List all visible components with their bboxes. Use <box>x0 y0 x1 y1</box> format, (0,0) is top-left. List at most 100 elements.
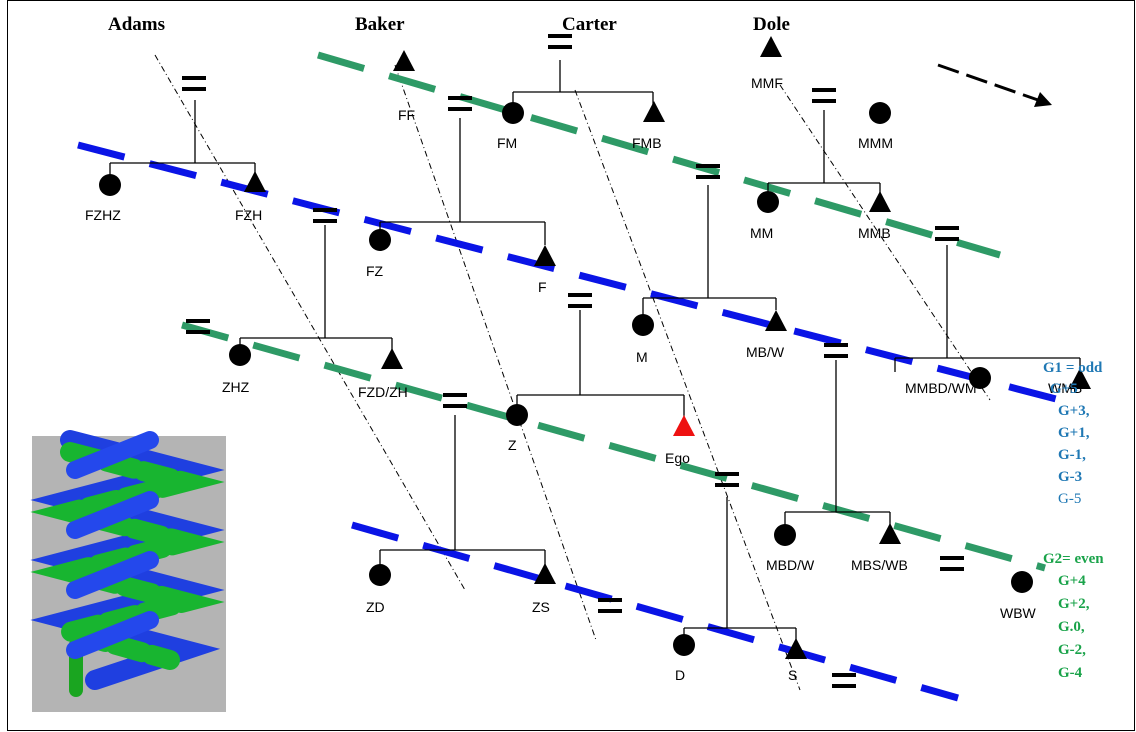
female-circle-icon <box>632 314 654 336</box>
male-triangle-icon <box>879 523 901 544</box>
marriage-icon <box>448 96 472 111</box>
marriage-icon <box>696 164 720 179</box>
marriage-icon <box>940 556 964 571</box>
lineage-line-baker <box>394 64 597 641</box>
header-baker: Baker <box>355 14 405 35</box>
female-circle-icon <box>369 564 391 586</box>
marriage-icon <box>182 76 206 91</box>
helix-icon <box>30 430 225 697</box>
generation-line-blue-2 <box>351 521 959 702</box>
male-triangle-icon <box>869 191 891 212</box>
legend-even-item: G-2, <box>1058 642 1086 658</box>
female-circle-icon <box>1011 571 1033 593</box>
legend-odd-item: G-5 <box>1058 491 1081 507</box>
male-triangle-icon <box>765 310 787 331</box>
male-triangle-icon <box>393 50 415 71</box>
individual-label-mbdw: MBD/W <box>766 557 815 573</box>
helix-inset <box>30 430 226 712</box>
individual-label-mbswb: MBS/WB <box>851 557 908 573</box>
pedigree-lines <box>109 60 1081 642</box>
male-triangle-icon <box>1069 368 1091 389</box>
female-circle-icon <box>99 174 121 196</box>
individual-label-ff: FF <box>398 107 415 123</box>
individual-label-fz: FZ <box>366 263 384 279</box>
individual-label-fmb: FMB <box>632 135 662 151</box>
individual-label-zs: ZS <box>532 599 550 615</box>
lineage-line-dole <box>779 84 991 401</box>
marriage-icon <box>824 343 848 358</box>
direction-arrow-icon <box>937 63 1052 107</box>
individual-label-mmbdwm: MMBD/WM <box>905 380 977 396</box>
female-circle-icon <box>774 524 796 546</box>
female-circle-icon <box>369 229 391 251</box>
individual-label-wbw: WBW <box>1000 605 1037 621</box>
generation-line-green-2 <box>181 321 1046 572</box>
header-carter: Carter <box>562 14 617 35</box>
individual-label-mmm: MMM <box>858 135 893 151</box>
legend-even-item: G+2, <box>1058 596 1090 612</box>
individual-label-d: D <box>675 667 685 683</box>
male-triangle-icon <box>244 171 266 192</box>
legend-even-item: G+4 <box>1058 573 1086 589</box>
legend-even-item: G-4 <box>1058 665 1083 681</box>
male-triangle-icon <box>785 638 807 659</box>
legend-odd-item: G+5 <box>1050 381 1078 397</box>
header-adams: Adams <box>108 14 165 35</box>
male-triangle-icon <box>534 245 556 266</box>
male-triangle-icon <box>673 415 695 436</box>
female-circle-icon <box>969 367 991 389</box>
legend-odd-item: G+3, <box>1058 403 1090 419</box>
individual-label-mmb: MMB <box>858 225 891 241</box>
individual-label-m: M <box>636 349 648 365</box>
marriage-icon <box>715 472 739 487</box>
marriage-icon <box>598 598 622 613</box>
generation-line-green-1 <box>317 51 1001 259</box>
individual-label-mm: MM <box>750 225 773 241</box>
female-circle-icon <box>502 102 524 124</box>
individual-label-z: Z <box>508 437 517 453</box>
marriage-icon <box>186 319 210 334</box>
legend-odd-title: G1 = odd <box>1043 360 1103 376</box>
legend-odd-item: G+1, <box>1058 425 1090 441</box>
individual-symbols <box>99 36 1091 659</box>
individual-label-zd: ZD <box>366 599 385 615</box>
individual-label-mmf: MMF <box>751 75 783 91</box>
individual-label-s: S <box>788 667 797 683</box>
marriage-icon <box>832 673 856 688</box>
marriage-icon <box>548 34 572 49</box>
legend-odd-item: G-3 <box>1058 469 1082 485</box>
male-triangle-icon <box>381 348 403 369</box>
marriage-icon <box>568 293 592 308</box>
individual-label-mbw: MB/W <box>746 344 785 360</box>
legend-odd-item: G-1, <box>1058 447 1086 463</box>
male-triangle-icon <box>534 563 556 584</box>
individual-label-wmb: WMB <box>1048 380 1082 396</box>
legend-even-title: G2= even <box>1043 551 1104 567</box>
male-triangle-icon <box>760 36 782 57</box>
marriage-icon <box>935 226 959 241</box>
female-circle-icon <box>869 102 891 124</box>
female-circle-icon <box>673 634 695 656</box>
female-circle-icon <box>757 191 779 213</box>
header-dole: Dole <box>753 14 790 35</box>
individual-label-fm: FM <box>497 135 517 151</box>
individual-label-f: F <box>538 279 547 295</box>
individual-label-fzh: FZH <box>235 207 262 223</box>
marriage-icon <box>313 208 337 223</box>
individual-label-fzhz: FZHZ <box>85 207 121 223</box>
lineage-lines <box>154 54 991 691</box>
generation-legend: G1 = odd G+5 G+3, G+1, G-1, G-3 G-5 G2= … <box>1043 360 1104 681</box>
female-circle-icon <box>229 344 251 366</box>
lineage-headers: Adams Baker Carter Dole <box>108 14 790 35</box>
individual-label-ego: Ego <box>665 450 690 466</box>
individual-label-fzdzh: FZD/ZH <box>358 384 408 400</box>
marriage-icon <box>812 88 836 103</box>
male-triangle-icon <box>643 101 665 122</box>
legend-even-item: G.0, <box>1058 619 1085 635</box>
individual-label-zhz: ZHZ <box>222 379 250 395</box>
lineage-line-carter <box>574 89 801 691</box>
female-circle-icon <box>506 404 528 426</box>
marriage-symbols <box>182 34 964 688</box>
